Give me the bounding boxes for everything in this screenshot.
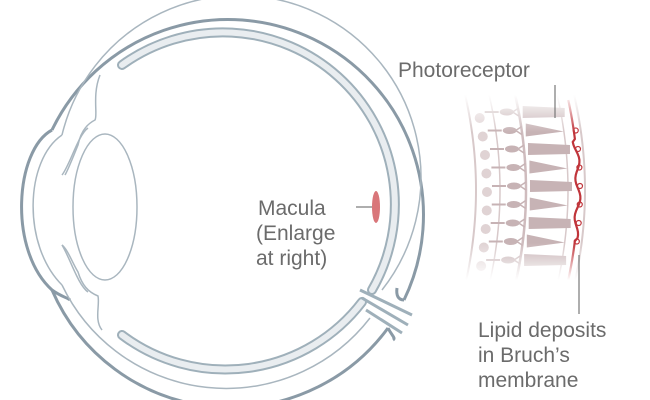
rod [522, 106, 565, 118]
nucleus [481, 187, 492, 197]
synapse [506, 201, 521, 208]
synapse [499, 108, 514, 116]
eyeball [20, 0, 425, 400]
lipid-label-line2: in Bruch’s [478, 344, 570, 367]
nucleus [474, 113, 485, 123]
fork [515, 125, 523, 136]
nucleus [480, 224, 491, 234]
optic-nerve [359, 288, 413, 335]
fork [516, 236, 524, 247]
synapse [504, 145, 519, 153]
sclera [50, 18, 425, 301]
synapse [503, 238, 518, 245]
cone [525, 123, 564, 137]
synapse [502, 127, 517, 134]
macula-label: Macula [258, 197, 326, 220]
nucleus [481, 205, 492, 216]
layer-line [573, 94, 587, 286]
fork [517, 144, 525, 154]
lipid-deposit [576, 164, 583, 171]
macula-spot [372, 191, 380, 223]
nucleus [479, 150, 490, 160]
fork [512, 107, 520, 117]
lipid-deposit [575, 219, 582, 227]
fork [518, 218, 526, 228]
fork [519, 181, 527, 191]
lipid-deposit [573, 238, 580, 245]
cone [529, 197, 568, 211]
macula-label-line3: at right) [256, 247, 327, 270]
enlarged-retina [464, 94, 587, 286]
fork [513, 255, 521, 265]
nucleus [476, 261, 487, 271]
rod [528, 217, 571, 229]
photoreceptor-label: Photoreceptor [398, 59, 530, 82]
synapse [501, 256, 516, 264]
nucleus [477, 131, 488, 142]
lipid-deposit [572, 127, 579, 134]
synapse [506, 182, 521, 190]
cone [526, 234, 565, 248]
synapse [505, 219, 520, 227]
lipid-deposit [574, 145, 582, 153]
iris [61, 74, 103, 331]
rod [529, 180, 572, 192]
layer-line [488, 94, 501, 286]
nucleus [481, 168, 492, 179]
macula-label-line2: (Enlarge [256, 222, 335, 245]
rod [524, 254, 567, 266]
lipid-deposit [576, 201, 583, 208]
nucleus [478, 242, 489, 253]
lipid-deposit [576, 182, 584, 190]
lipid-label: Lipid deposits [478, 319, 606, 342]
rod [527, 143, 570, 155]
layer-line [464, 94, 478, 286]
fork [518, 162, 526, 173]
lipid-label-line3: membrane [478, 369, 578, 392]
cornea [20, 128, 72, 302]
cone [529, 160, 568, 174]
fork [519, 199, 527, 210]
synapse [506, 164, 521, 171]
lens [72, 133, 138, 281]
